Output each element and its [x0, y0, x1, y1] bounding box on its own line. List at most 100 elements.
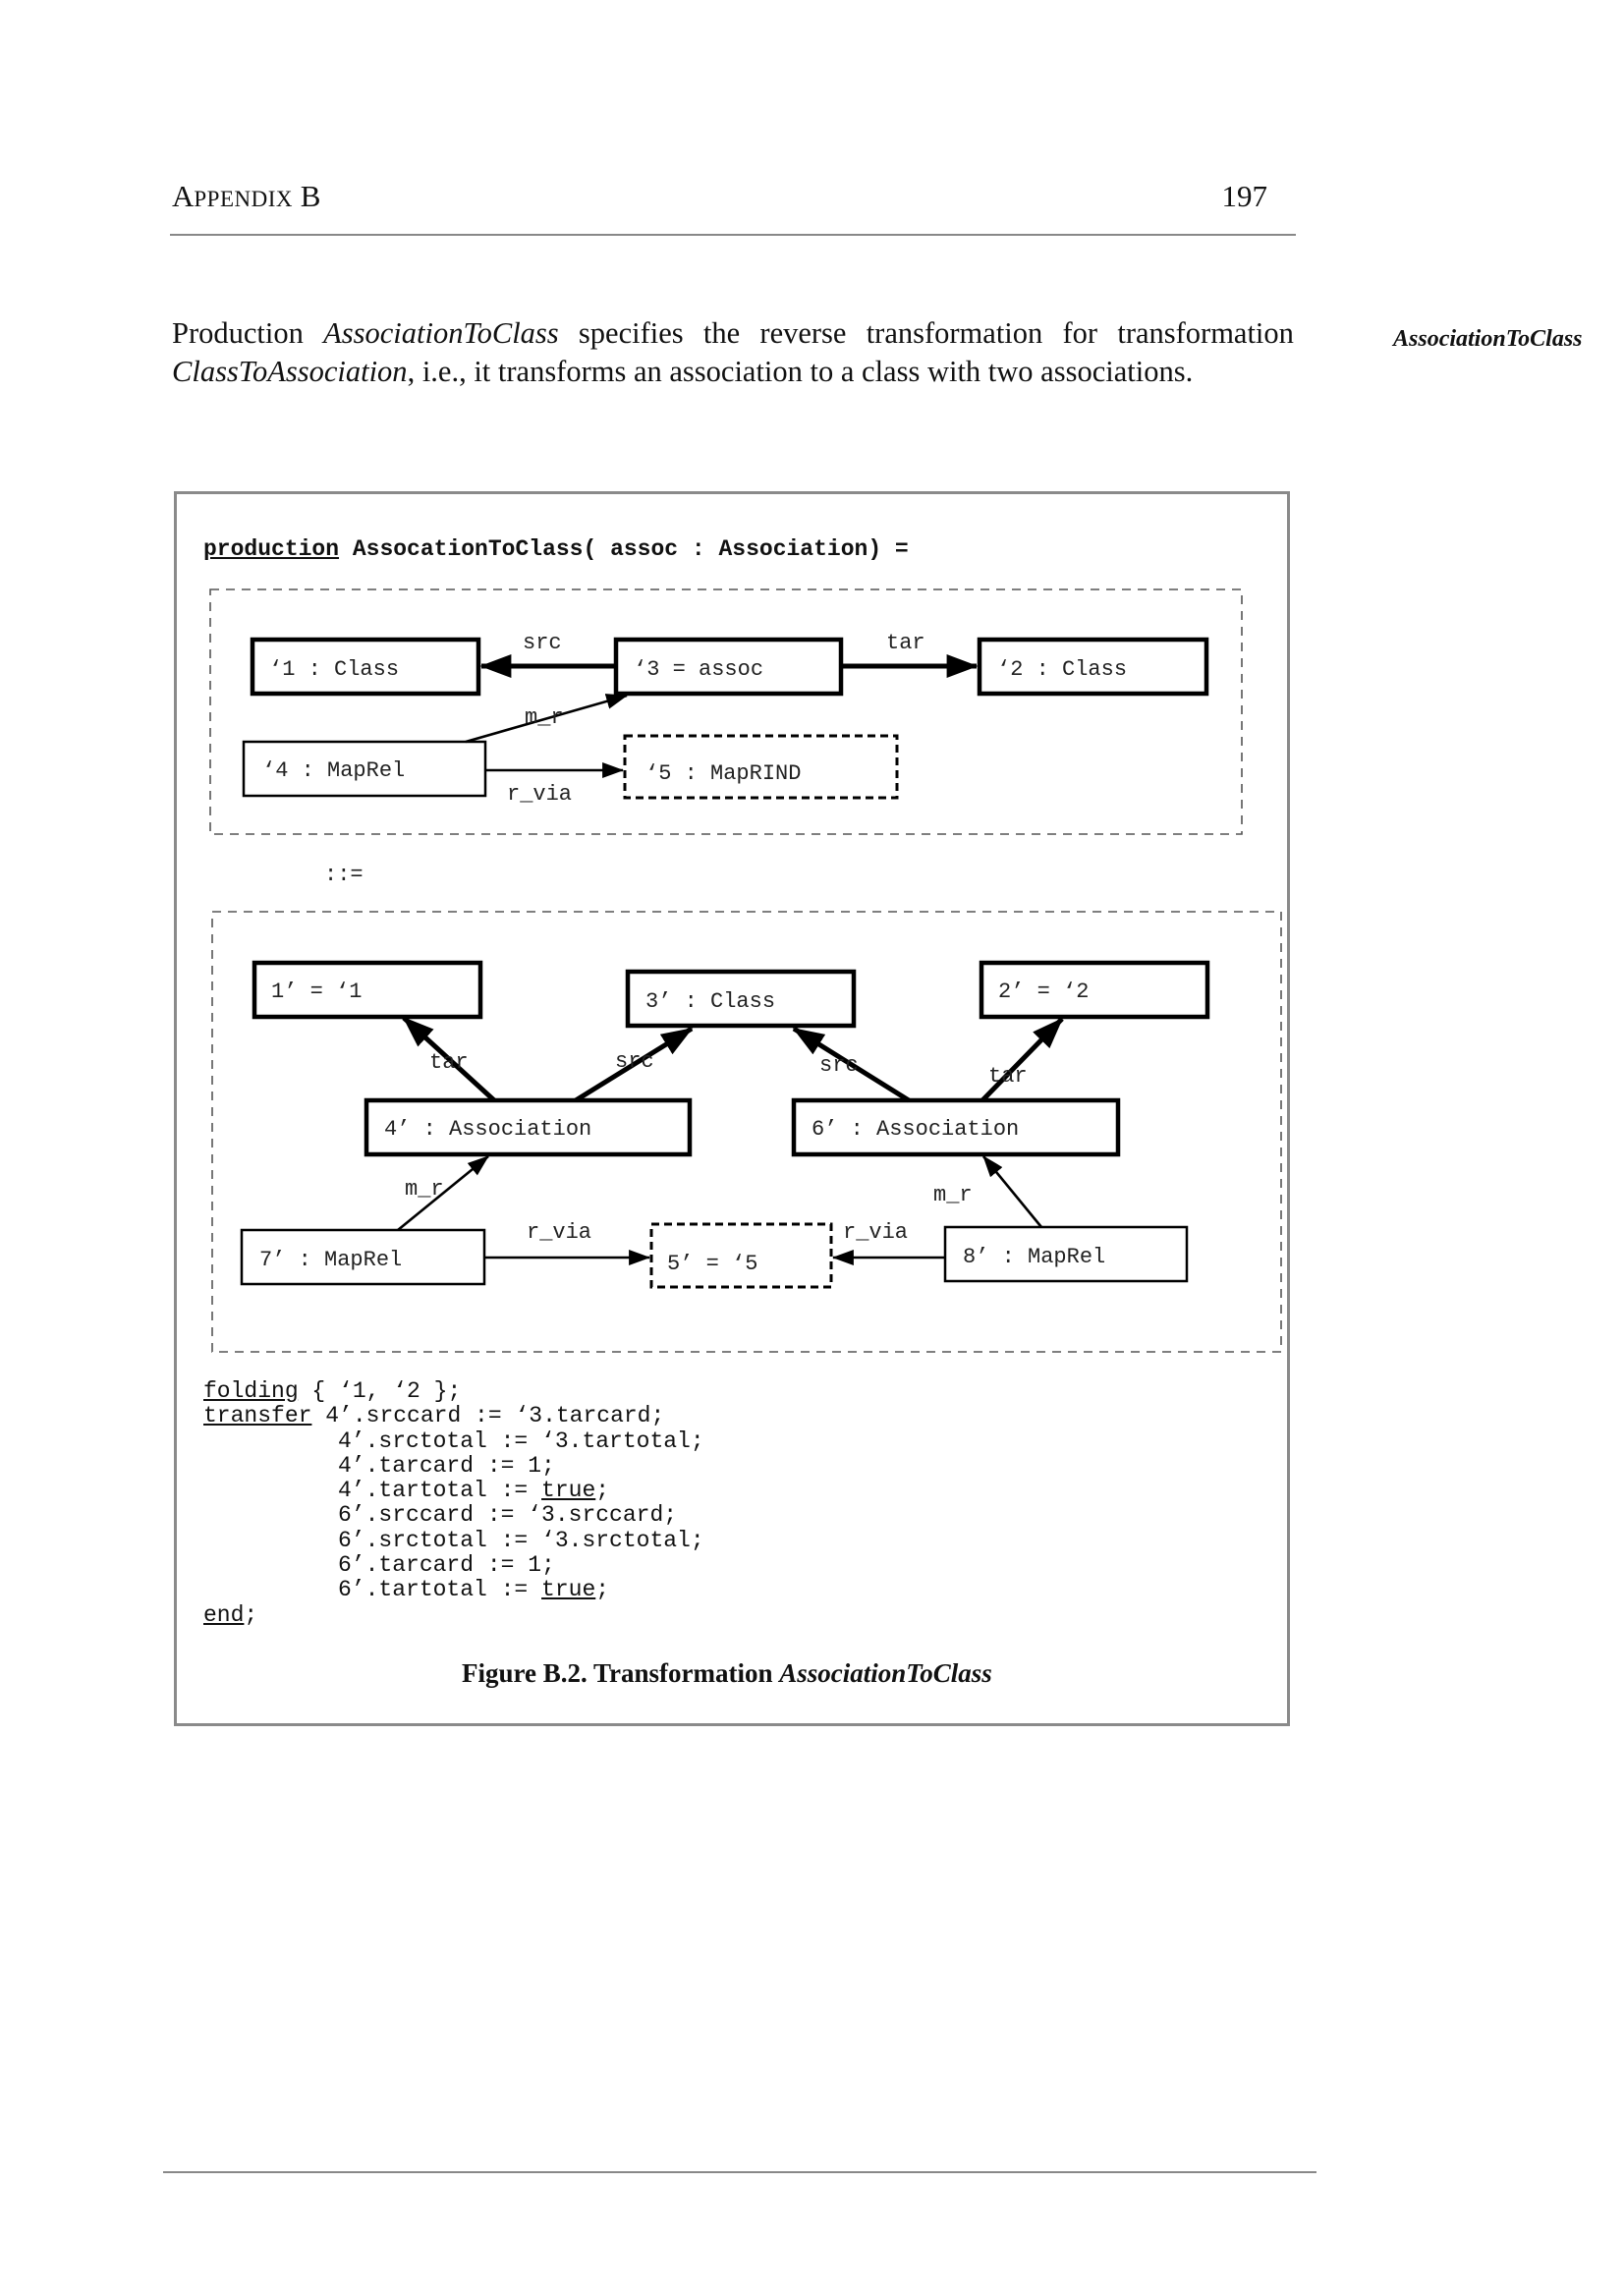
paragraph-word: transformation [866, 316, 1043, 350]
folding-args: { ‘1, ‘2 }; [298, 1378, 462, 1404]
transfer-stmt: 4’.srctotal := ‘3.tartotal; [338, 1427, 704, 1454]
paragraph-italic-term: ClassToAssociation [172, 355, 408, 388]
stmt-terminator: ; [244, 1601, 258, 1628]
rhs-node-4-label: 4’ : Association [384, 1117, 591, 1142]
rhs-node-6-label: 6’ : Association [812, 1117, 1019, 1142]
rhs-edge-src-right-label: src [819, 1053, 859, 1078]
rhs-edge-mr-left-label: m_r [405, 1177, 444, 1202]
rhs-node-3 [625, 969, 857, 1029]
true-keyword: true [541, 1478, 596, 1504]
rhs-node-5-label: 5’ = ‘5 [667, 1252, 757, 1276]
code-line: 4’.tarcard := 1; [203, 1452, 704, 1479]
rhs-node-2 [979, 960, 1210, 1020]
paragraph-word: specifies [578, 316, 684, 350]
transfer-stmt: 6’.srctotal := ‘3.srctotal; [338, 1527, 704, 1553]
header-section-first: A [172, 179, 195, 213]
end-keyword: end [203, 1601, 245, 1628]
lhs-node-3-label: ‘3 = assoc [634, 657, 763, 682]
rhs-node-1 [252, 960, 483, 1020]
header-section-letter: B [300, 179, 321, 213]
code-line-folding: folding { ‘1, ‘2 }; [203, 1378, 704, 1404]
paragraph-word: for [1062, 316, 1098, 350]
footer-rule [163, 2171, 1316, 2173]
lhs-node-5-label: ‘5 : MapRIND [645, 761, 801, 786]
rhs-node-8-label: 8’ : MapRel [963, 1245, 1105, 1269]
stmt-terminator: ; [595, 1478, 610, 1504]
rhs-node-1-label: 1’ = ‘1 [271, 980, 362, 1004]
lhs-node-5 [623, 734, 899, 800]
transfer-stmt: 4’.tarcard := 1; [338, 1452, 555, 1479]
lhs-edge-tar-label: tar [886, 631, 925, 655]
transfer-stmt: 6’.tartotal := [338, 1577, 542, 1603]
paragraph-word: transformation [1117, 316, 1294, 350]
page-number: 197 [1221, 179, 1268, 213]
rhs-edge-tar-left [402, 1016, 496, 1102]
code-line-end: end; [203, 1601, 704, 1628]
paragraph-word: the [702, 316, 741, 350]
caption-title: AssociationToClass [779, 1658, 992, 1688]
paragraph-word: Production [172, 316, 304, 350]
code-line: 4’.srctotal := ‘3.tartotal; [203, 1427, 704, 1454]
lhs-edge-src-label: src [523, 631, 562, 655]
lhs-edge-mr-label: m_r [525, 705, 564, 730]
production-signature: AssocationToClass( assoc : Association) … [339, 536, 909, 562]
code-line: 6’.tartotal := true; [203, 1578, 704, 1602]
rhs-node-2-label: 2’ = ‘2 [998, 980, 1089, 1004]
figure-frame [174, 491, 1290, 1726]
paragraph-line-1: Production AssociationToClass specifies … [172, 314, 1294, 353]
transfer-stmt: 4’.tartotal := [338, 1478, 542, 1504]
rhs-edge-tar-right [980, 1017, 1064, 1102]
transfer-stmt: 6’.tarcard := 1; [338, 1552, 555, 1579]
rhs-edge-src-left-label: src [615, 1049, 654, 1074]
rhs-node-4 [364, 1097, 693, 1157]
rhs-edge-mr-right [981, 1155, 1043, 1228]
rhs-node-5 [649, 1222, 833, 1289]
paragraph-word-italic: AssociationToClass [323, 316, 559, 350]
rhs-node-7-label: 7’ : MapRel [259, 1248, 402, 1272]
paragraph-word: reverse [759, 316, 847, 350]
rhs-edge-src-right [792, 1026, 911, 1103]
header-section-rest: PPENDIX [194, 187, 294, 211]
margin-note: AssociationToClass [1393, 326, 1583, 352]
production-header: production AssocationToClass( assoc : As… [203, 536, 909, 562]
lhs-node-3 [613, 637, 844, 697]
production-keyword: production [203, 536, 340, 562]
rhs-edge-tar-right-label: tar [988, 1064, 1028, 1089]
transfer-stmt: 6’.srccard := ‘3.srccard; [338, 1502, 678, 1529]
lhs-region [209, 588, 1243, 835]
lhs-node-2 [977, 637, 1209, 697]
code-line-transfer: transfer 4’.srccard := ‘3.tarcard; [203, 1404, 704, 1428]
rhs-node-3-label: 3’ : Class [645, 989, 775, 1014]
folding-keyword: folding [203, 1378, 299, 1404]
rhs-edge-rvia-right-label: r_via [843, 1220, 908, 1245]
rhs-edge-mr-right-label: m_r [933, 1183, 973, 1207]
caption-label: Figure B.2. Transformation [462, 1658, 780, 1688]
lhs-node-4 [242, 740, 487, 798]
stmt-terminator: ; [595, 1577, 610, 1603]
rhs-edge-tar-left-label: tar [429, 1050, 469, 1075]
code-line: 6’.srctotal := ‘3.srctotal; [203, 1527, 704, 1553]
rhs-edge-src-left [574, 1026, 694, 1103]
running-header-section: APPENDIX B [172, 179, 320, 214]
header-rule [170, 234, 1296, 236]
rhs-node-8 [943, 1225, 1189, 1283]
code-line: 4’.tartotal := true; [203, 1479, 704, 1503]
figure-caption: Figure B.2. Transformation AssociationTo… [462, 1658, 992, 1689]
transfer-keyword: transfer [203, 1403, 312, 1429]
code-line: 6’.srccard := ‘3.srccard; [203, 1503, 704, 1528]
body-paragraph: Production AssociationToClass specifies … [172, 314, 1294, 391]
lhs-node-1 [250, 637, 481, 697]
true-keyword: true [541, 1577, 596, 1603]
rhs-node-6 [791, 1097, 1121, 1157]
lhs-edge-mr [465, 694, 629, 744]
paragraph-text: , i.e., it transforms an association to … [407, 355, 1194, 388]
rhs-region [211, 911, 1282, 1353]
code-line: 6’.tarcard := 1; [203, 1552, 704, 1579]
rhs-edge-rvia-left-label: r_via [527, 1220, 591, 1245]
rule-separator: ::= [324, 863, 364, 887]
paragraph-line-2: ClassToAssociation, i.e., it transforms … [172, 353, 1294, 391]
transfer-stmt: 4’.srccard := ‘3.tarcard; [325, 1403, 665, 1429]
lhs-node-1-label: ‘1 : Class [269, 657, 399, 682]
transfer-code-block: folding { ‘1, ‘2 };transfer 4’.srccard :… [203, 1378, 704, 1628]
